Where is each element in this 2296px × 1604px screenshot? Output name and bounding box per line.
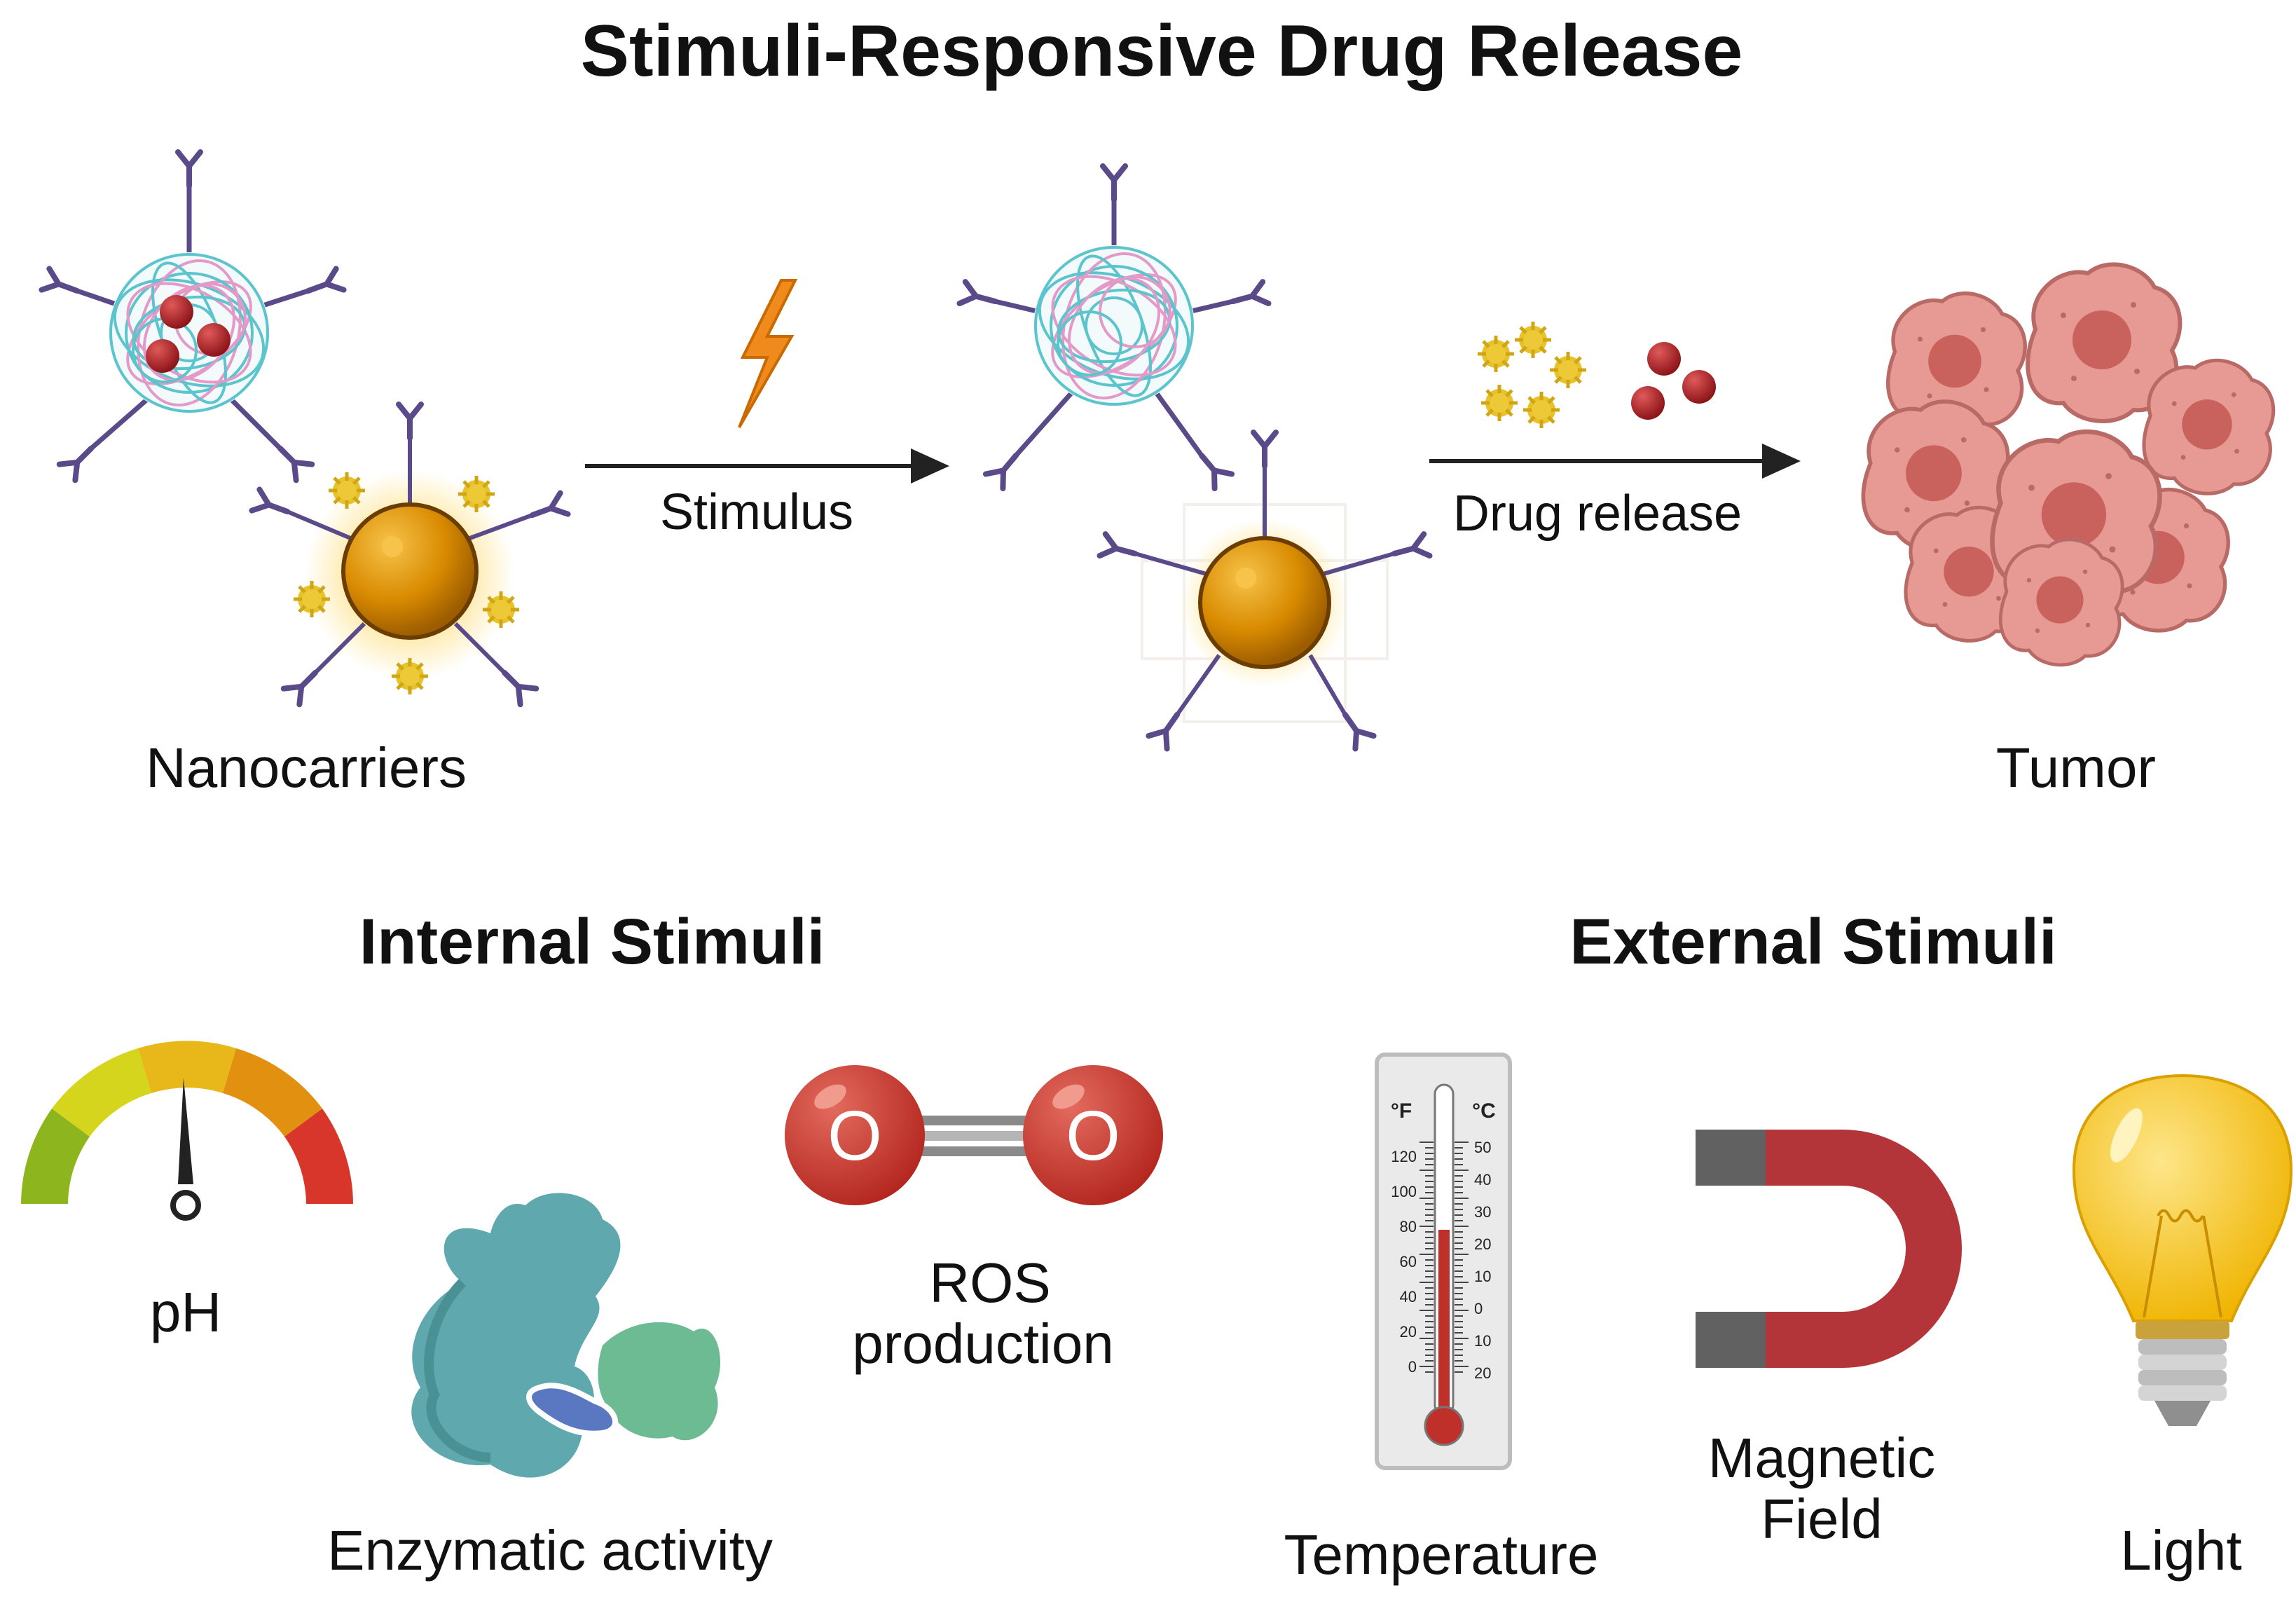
stimulus-label: Stimulus <box>660 484 853 540</box>
polymeric-nanocarrier-loaded <box>41 152 343 480</box>
drug-spike-icon <box>1515 322 1551 358</box>
fahrenheit-tick-label: 0 <box>1408 1358 1417 1376</box>
diagram-title: Stimuli-Responsive Drug Release <box>581 11 1743 92</box>
drug-molecule-icon <box>146 339 179 373</box>
magnetic-label-line2: Field <box>1761 1488 1882 1550</box>
drug-spike-icon <box>1481 385 1518 421</box>
drug-spike-icon <box>1550 352 1586 388</box>
light-label: Light <box>2120 1519 2241 1582</box>
internal-stimuli-heading: Internal Stimuli <box>359 906 825 978</box>
fahrenheit-tick-label: 40 <box>1400 1288 1417 1305</box>
released-drugs <box>1478 322 1716 428</box>
light-bulb-icon <box>2072 1074 2293 1426</box>
fahrenheit-tick-label: 80 <box>1400 1218 1417 1235</box>
ros-label-line1: ROS <box>929 1252 1050 1314</box>
celsius-tick-label: 10 <box>1474 1268 1491 1285</box>
drug-molecule-icon <box>197 323 231 357</box>
drug-molecule-icon <box>1631 386 1665 420</box>
fahrenheit-tick-label: 20 <box>1400 1323 1417 1341</box>
fahrenheit-tick-label: 60 <box>1400 1253 1417 1270</box>
drug-molecule-icon <box>160 295 193 329</box>
polymeric-nanocarrier-empty <box>959 166 1268 488</box>
ph-gauge-icon <box>21 1041 353 1221</box>
gold-nanocarrier-empty <box>1099 432 1429 748</box>
nanocarriers-label: Nanocarriers <box>146 736 467 799</box>
tumor-icon <box>1863 264 2273 664</box>
gold-nanocarrier-loaded <box>252 404 568 704</box>
celsius-tick-label: 40 <box>1474 1171 1491 1188</box>
stimulus-arrowhead <box>911 448 949 484</box>
tumor-label: Tumor <box>1996 736 2156 799</box>
celsius-tick-label: 20 <box>1474 1364 1491 1382</box>
celsius-tick-label: 50 <box>1474 1139 1491 1156</box>
enzyme-icon <box>411 1193 721 1478</box>
drug-release-arrowhead <box>1762 444 1801 479</box>
fahrenheit-unit: °F <box>1391 1099 1412 1123</box>
drug-molecule-icon <box>1682 370 1716 404</box>
drug-release-label: Drug release <box>1453 486 1742 542</box>
oxygen-atom-symbol: O <box>1066 1097 1120 1175</box>
external-stimuli-heading: External Stimuli <box>1569 906 2056 978</box>
celsius-tick-label: 20 <box>1474 1235 1491 1253</box>
fahrenheit-tick-label: 100 <box>1391 1183 1417 1200</box>
ph-label: pH <box>150 1281 221 1343</box>
celsius-unit: °C <box>1472 1099 1496 1123</box>
fahrenheit-tick-label: 120 <box>1391 1148 1417 1165</box>
lightning-icon <box>738 279 798 428</box>
celsius-tick-label: 0 <box>1474 1300 1483 1317</box>
ros-label-line2: production <box>852 1312 1114 1375</box>
drug-spike-icon <box>1478 336 1514 372</box>
drug-molecule-icon <box>1647 342 1681 376</box>
magnetic-label-line1: Magnetic <box>1708 1427 1936 1489</box>
celsius-tick-label: 30 <box>1474 1203 1491 1221</box>
magnet-icon <box>1696 1130 1962 1368</box>
temperature-label: Temperature <box>1284 1523 1598 1586</box>
celsius-tick-label: 10 <box>1474 1332 1491 1350</box>
drug-spike-icon <box>1523 392 1560 428</box>
enzymatic-activity-label: Enzymatic activity <box>327 1519 773 1582</box>
oxygen-atom-symbol: O <box>827 1097 882 1175</box>
oxygen-molecule-icon: O O <box>785 1065 1163 1205</box>
